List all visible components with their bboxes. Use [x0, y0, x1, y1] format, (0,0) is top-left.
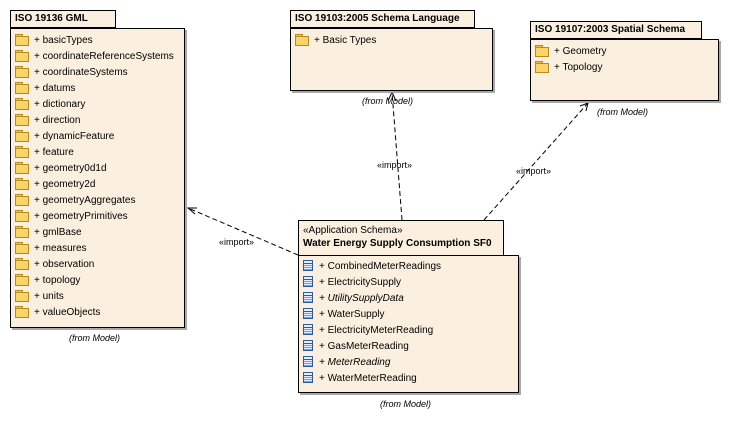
folder-icon — [15, 258, 29, 270]
package-title: ISO 19103:2005 Schema Language — [290, 10, 475, 28]
list-item[interactable]: + dynamicFeature — [15, 130, 114, 144]
class-icon — [303, 292, 313, 303]
list-item[interactable]: + basicTypes — [15, 34, 93, 48]
import-link-schema-language — [391, 91, 403, 221]
package-body: + Basic Types — [290, 28, 493, 91]
package-origin-label: (from Model) — [69, 333, 121, 343]
application-schema-header[interactable]: «Application Schema» Water Energy Supply… — [298, 220, 504, 256]
import-arrowhead-schema-language — [387, 90, 397, 102]
package-title: ISO 19107:2003 Spatial Schema — [530, 21, 702, 39]
import-label-spatial-schema: «import» — [516, 166, 552, 176]
list-item[interactable]: + measures — [15, 242, 87, 256]
folder-icon — [15, 146, 29, 158]
list-item[interactable]: + ElectricitySupply — [303, 276, 401, 290]
stereotype-label: «Application Schema» — [303, 225, 403, 236]
list-item[interactable]: + feature — [15, 146, 74, 160]
package-body: + Geometry + Topology — [530, 39, 719, 101]
class-icon — [303, 324, 313, 335]
package-origin-label: (from Model) — [380, 399, 432, 409]
class-icon — [303, 260, 313, 271]
list-item[interactable]: + Topology — [535, 61, 602, 75]
list-item[interactable]: + coordinateSystems — [15, 66, 128, 80]
import-arrowhead-gml — [186, 207, 197, 215]
list-item[interactable]: + gmlBase — [15, 226, 82, 240]
list-item[interactable]: + observation — [15, 258, 94, 272]
list-item[interactable]: + GasMeterReading — [303, 340, 409, 354]
import-arrowhead-spatial-schema — [579, 102, 589, 112]
package-title: ISO 19136 GML — [10, 10, 116, 28]
list-item[interactable]: + geometryPrimitives — [15, 210, 128, 224]
import-label-gml: «import» — [219, 237, 255, 247]
folder-icon — [15, 98, 29, 110]
folder-icon — [15, 274, 29, 286]
folder-icon — [15, 162, 29, 174]
list-item[interactable]: + coordinateReferenceSystems — [15, 50, 174, 64]
list-item[interactable]: + topology — [15, 274, 80, 288]
folder-icon — [15, 242, 29, 254]
import-label-schema-language: «import» — [377, 160, 413, 170]
list-item[interactable]: + valueObjects — [15, 306, 100, 320]
class-icon — [303, 356, 313, 367]
class-icon — [303, 340, 313, 351]
folder-icon — [15, 306, 29, 318]
folder-icon — [535, 45, 549, 57]
list-item[interactable]: + geometry2d — [15, 178, 95, 192]
folder-icon — [15, 66, 29, 78]
folder-icon — [15, 226, 29, 238]
list-item[interactable]: + WaterMeterReading — [303, 372, 417, 386]
list-item[interactable]: + CombinedMeterReadings — [303, 260, 441, 274]
list-item[interactable]: + geometry0d1d — [15, 162, 107, 176]
class-icon — [303, 276, 313, 287]
list-item[interactable]: + Basic Types — [295, 34, 376, 48]
package-origin-label: (from Model) — [597, 107, 649, 117]
list-item[interactable]: + geometryAggregates — [15, 194, 135, 208]
folder-icon — [15, 50, 29, 62]
list-item[interactable]: + Geometry — [535, 45, 607, 59]
package-body: + basicTypes + coordinateReferenceSystem… — [10, 28, 185, 328]
package-origin-label: (from Model) — [362, 96, 414, 106]
folder-icon — [15, 130, 29, 142]
list-item[interactable]: + direction — [15, 114, 80, 128]
folder-icon — [15, 114, 29, 126]
list-item[interactable]: + units — [15, 290, 64, 304]
folder-icon — [15, 194, 29, 206]
package-title: Water Energy Supply Consumption SF0 — [303, 238, 492, 249]
folder-icon — [15, 290, 29, 302]
list-item[interactable]: + dictionary — [15, 98, 85, 112]
list-item[interactable]: + ElectricityMeterReading — [303, 324, 433, 338]
import-link-spatial-schema — [483, 102, 589, 221]
application-schema-body: + CombinedMeterReadings + ElectricitySup… — [298, 255, 519, 393]
folder-icon — [15, 82, 29, 94]
folder-icon — [15, 34, 29, 46]
list-item[interactable]: + WaterSupply — [303, 308, 385, 322]
folder-icon — [295, 34, 309, 46]
class-icon — [303, 372, 313, 383]
list-item[interactable]: + datums — [15, 82, 75, 96]
import-link-gml — [187, 207, 299, 256]
folder-icon — [535, 61, 549, 73]
folder-icon — [15, 210, 29, 222]
class-icon — [303, 308, 313, 319]
list-item[interactable]: + MeterReading — [303, 356, 390, 370]
folder-icon — [15, 178, 29, 190]
list-item[interactable]: + UtilitySupplyData — [303, 292, 404, 306]
